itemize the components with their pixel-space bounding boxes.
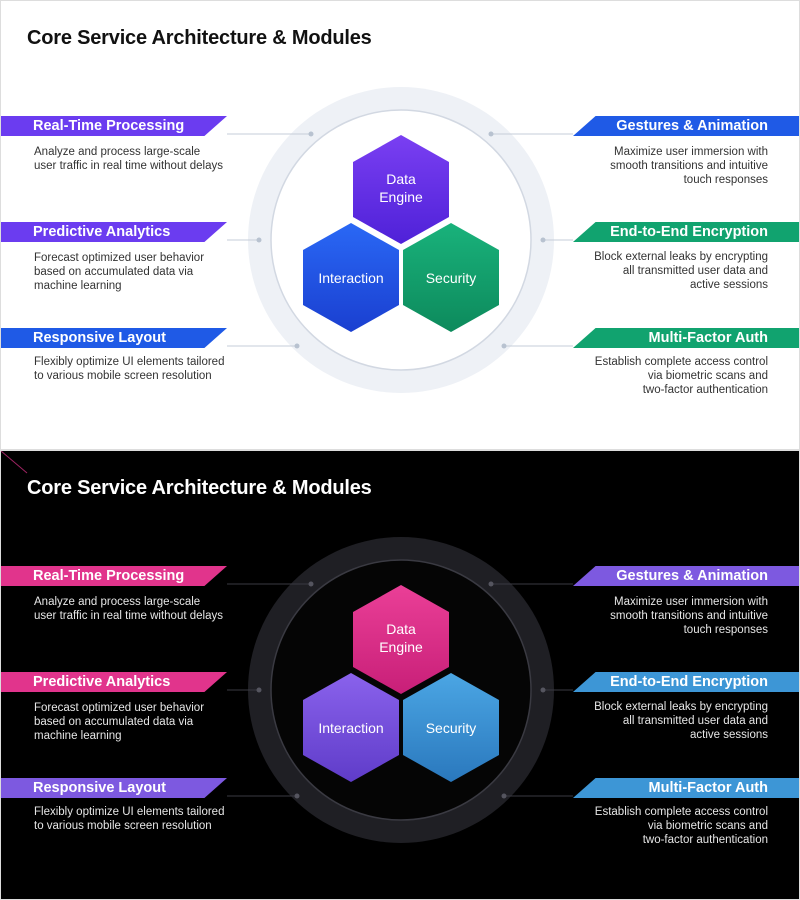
feature-title: Gestures & Animation [616,568,768,584]
feature-description: Analyze and process large-scale user tra… [34,146,223,172]
feature-description: Flexibly optimize UI elements tailored t… [34,806,225,832]
hexagon-label-interaction: Interaction [318,270,383,286]
feature-banner-predictive-analytics: Predictive Analytics [1,222,227,242]
feature-banner-multi-factor-auth: Multi-Factor Auth [573,778,799,798]
feature-title: Predictive Analytics [33,674,171,690]
connector-dot [256,687,262,693]
feature-banner-responsive-layout: Responsive Layout [1,778,227,798]
hexagon-label-security: Security [426,720,477,736]
feature-banner-real-time-processing: Real-Time Processing [1,566,227,586]
hexagon-data-engine [353,585,449,694]
connector-dot [501,343,507,349]
hexagon-label-interaction: Interaction [318,720,383,736]
hexagon-data-engine [353,135,449,244]
connector-dot [308,581,314,587]
feature-description: Establish complete access control via bi… [594,356,768,396]
feature-title: End-to-End Encryption [610,674,768,690]
feature-banner-end-to-end-encryption: End-to-End Encryption [573,222,799,242]
hexagon-security [403,673,499,782]
feature-title: Real-Time Processing [33,568,185,584]
hexagon-label-data-engine-line1: Data [386,621,416,637]
panel-dark: Data Engine Interaction Security Core Se… [1,451,799,899]
feature-banner-multi-factor-auth: Multi-Factor Auth [573,328,799,348]
connector-dot [488,131,494,137]
feature-banner-real-time-processing: Real-Time Processing [1,116,227,136]
diagram-graphic: Data Engine Interaction Security [227,537,573,843]
connector-dot [540,237,546,243]
connector-dot [294,793,300,799]
feature-description: Maximize user immersion with smooth tran… [610,146,768,186]
feature-description: Forecast optimized user behavior based o… [34,702,205,742]
feature-title: Responsive Layout [33,780,166,796]
hexagon-label-data-engine-line1: Data [386,171,416,187]
feature-banner-end-to-end-encryption: End-to-End Encryption [573,672,799,692]
feature-description: Flexibly optimize UI elements tailored t… [34,356,225,382]
feature-title: Multi-Factor Auth [648,330,768,346]
feature-banner-responsive-layout: Responsive Layout [1,328,227,348]
feature-title: Multi-Factor Auth [648,780,768,796]
connector-dot [256,237,262,243]
corner-decoration [1,451,28,474]
feature-title: End-to-End Encryption [610,224,768,240]
connector-dot [294,343,300,349]
feature-title: Real-Time Processing [33,118,185,134]
diagram-graphic: Data Engine Interaction Security [227,87,573,393]
hexagon-label-data-engine-line2: Engine [379,189,423,205]
hexagon-interaction [303,673,399,782]
hexagon-label-security: Security [426,270,477,286]
feature-description: Block external leaks by encrypting all t… [594,251,768,291]
feature-description: Maximize user immersion with smooth tran… [610,596,768,636]
feature-description: Analyze and process large-scale user tra… [34,596,223,622]
feature-title: Gestures & Animation [616,118,768,134]
feature-description: Block external leaks by encrypting all t… [594,701,768,741]
connector-dot [540,687,546,693]
page-title: Core Service Architecture & Modules [27,477,372,499]
page-title: Core Service Architecture & Modules [27,27,372,49]
feature-title: Responsive Layout [33,330,166,346]
feature-banner-predictive-analytics: Predictive Analytics [1,672,227,692]
feature-description: Forecast optimized user behavior based o… [34,252,205,292]
hexagon-security [403,223,499,332]
connector-dot [488,581,494,587]
panel-light: Data Engine Interaction Security Core Se… [1,1,799,449]
hexagon-interaction [303,223,399,332]
connector-dot [308,131,314,137]
hexagon-label-data-engine-line2: Engine [379,639,423,655]
feature-banner-gestures-animation: Gestures & Animation [573,566,799,586]
feature-title: Predictive Analytics [33,224,171,240]
feature-description: Establish complete access control via bi… [594,806,768,846]
connector-dot [501,793,507,799]
feature-banner-gestures-animation: Gestures & Animation [573,116,799,136]
